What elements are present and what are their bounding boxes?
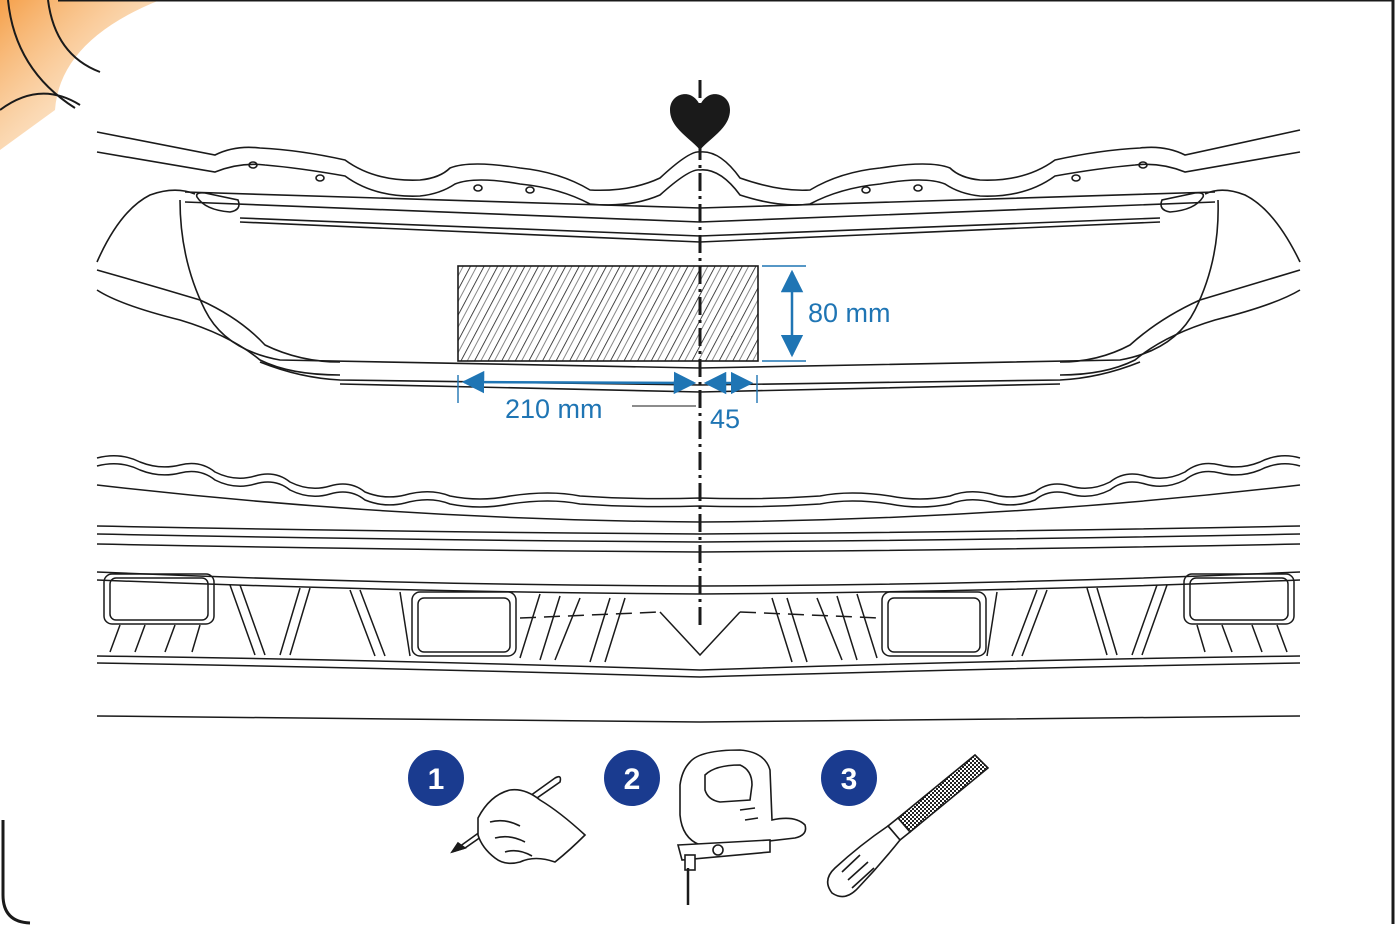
- heart-marker-icon: [670, 94, 730, 150]
- pencil-hand-icon: [450, 775, 587, 865]
- cutout-area: [457, 265, 759, 362]
- step-badge-3: 3: [821, 750, 877, 806]
- jigsaw-icon: [676, 749, 807, 905]
- dimension-width-left-label: 210 mm: [505, 394, 603, 424]
- dimension-width-right-label: 45: [710, 404, 740, 434]
- svg-text:2: 2: [624, 763, 641, 796]
- file-rasp-icon: [826, 753, 990, 898]
- svg-text:1: 1: [428, 763, 445, 796]
- dimension-height: [762, 265, 806, 362]
- dimension-height-label: 80 mm: [808, 298, 891, 328]
- dimension-width: [457, 370, 758, 407]
- step-badge-2: 2: [604, 750, 660, 806]
- svg-text:3: 3: [841, 763, 858, 796]
- step-badge-1: 1: [408, 750, 464, 806]
